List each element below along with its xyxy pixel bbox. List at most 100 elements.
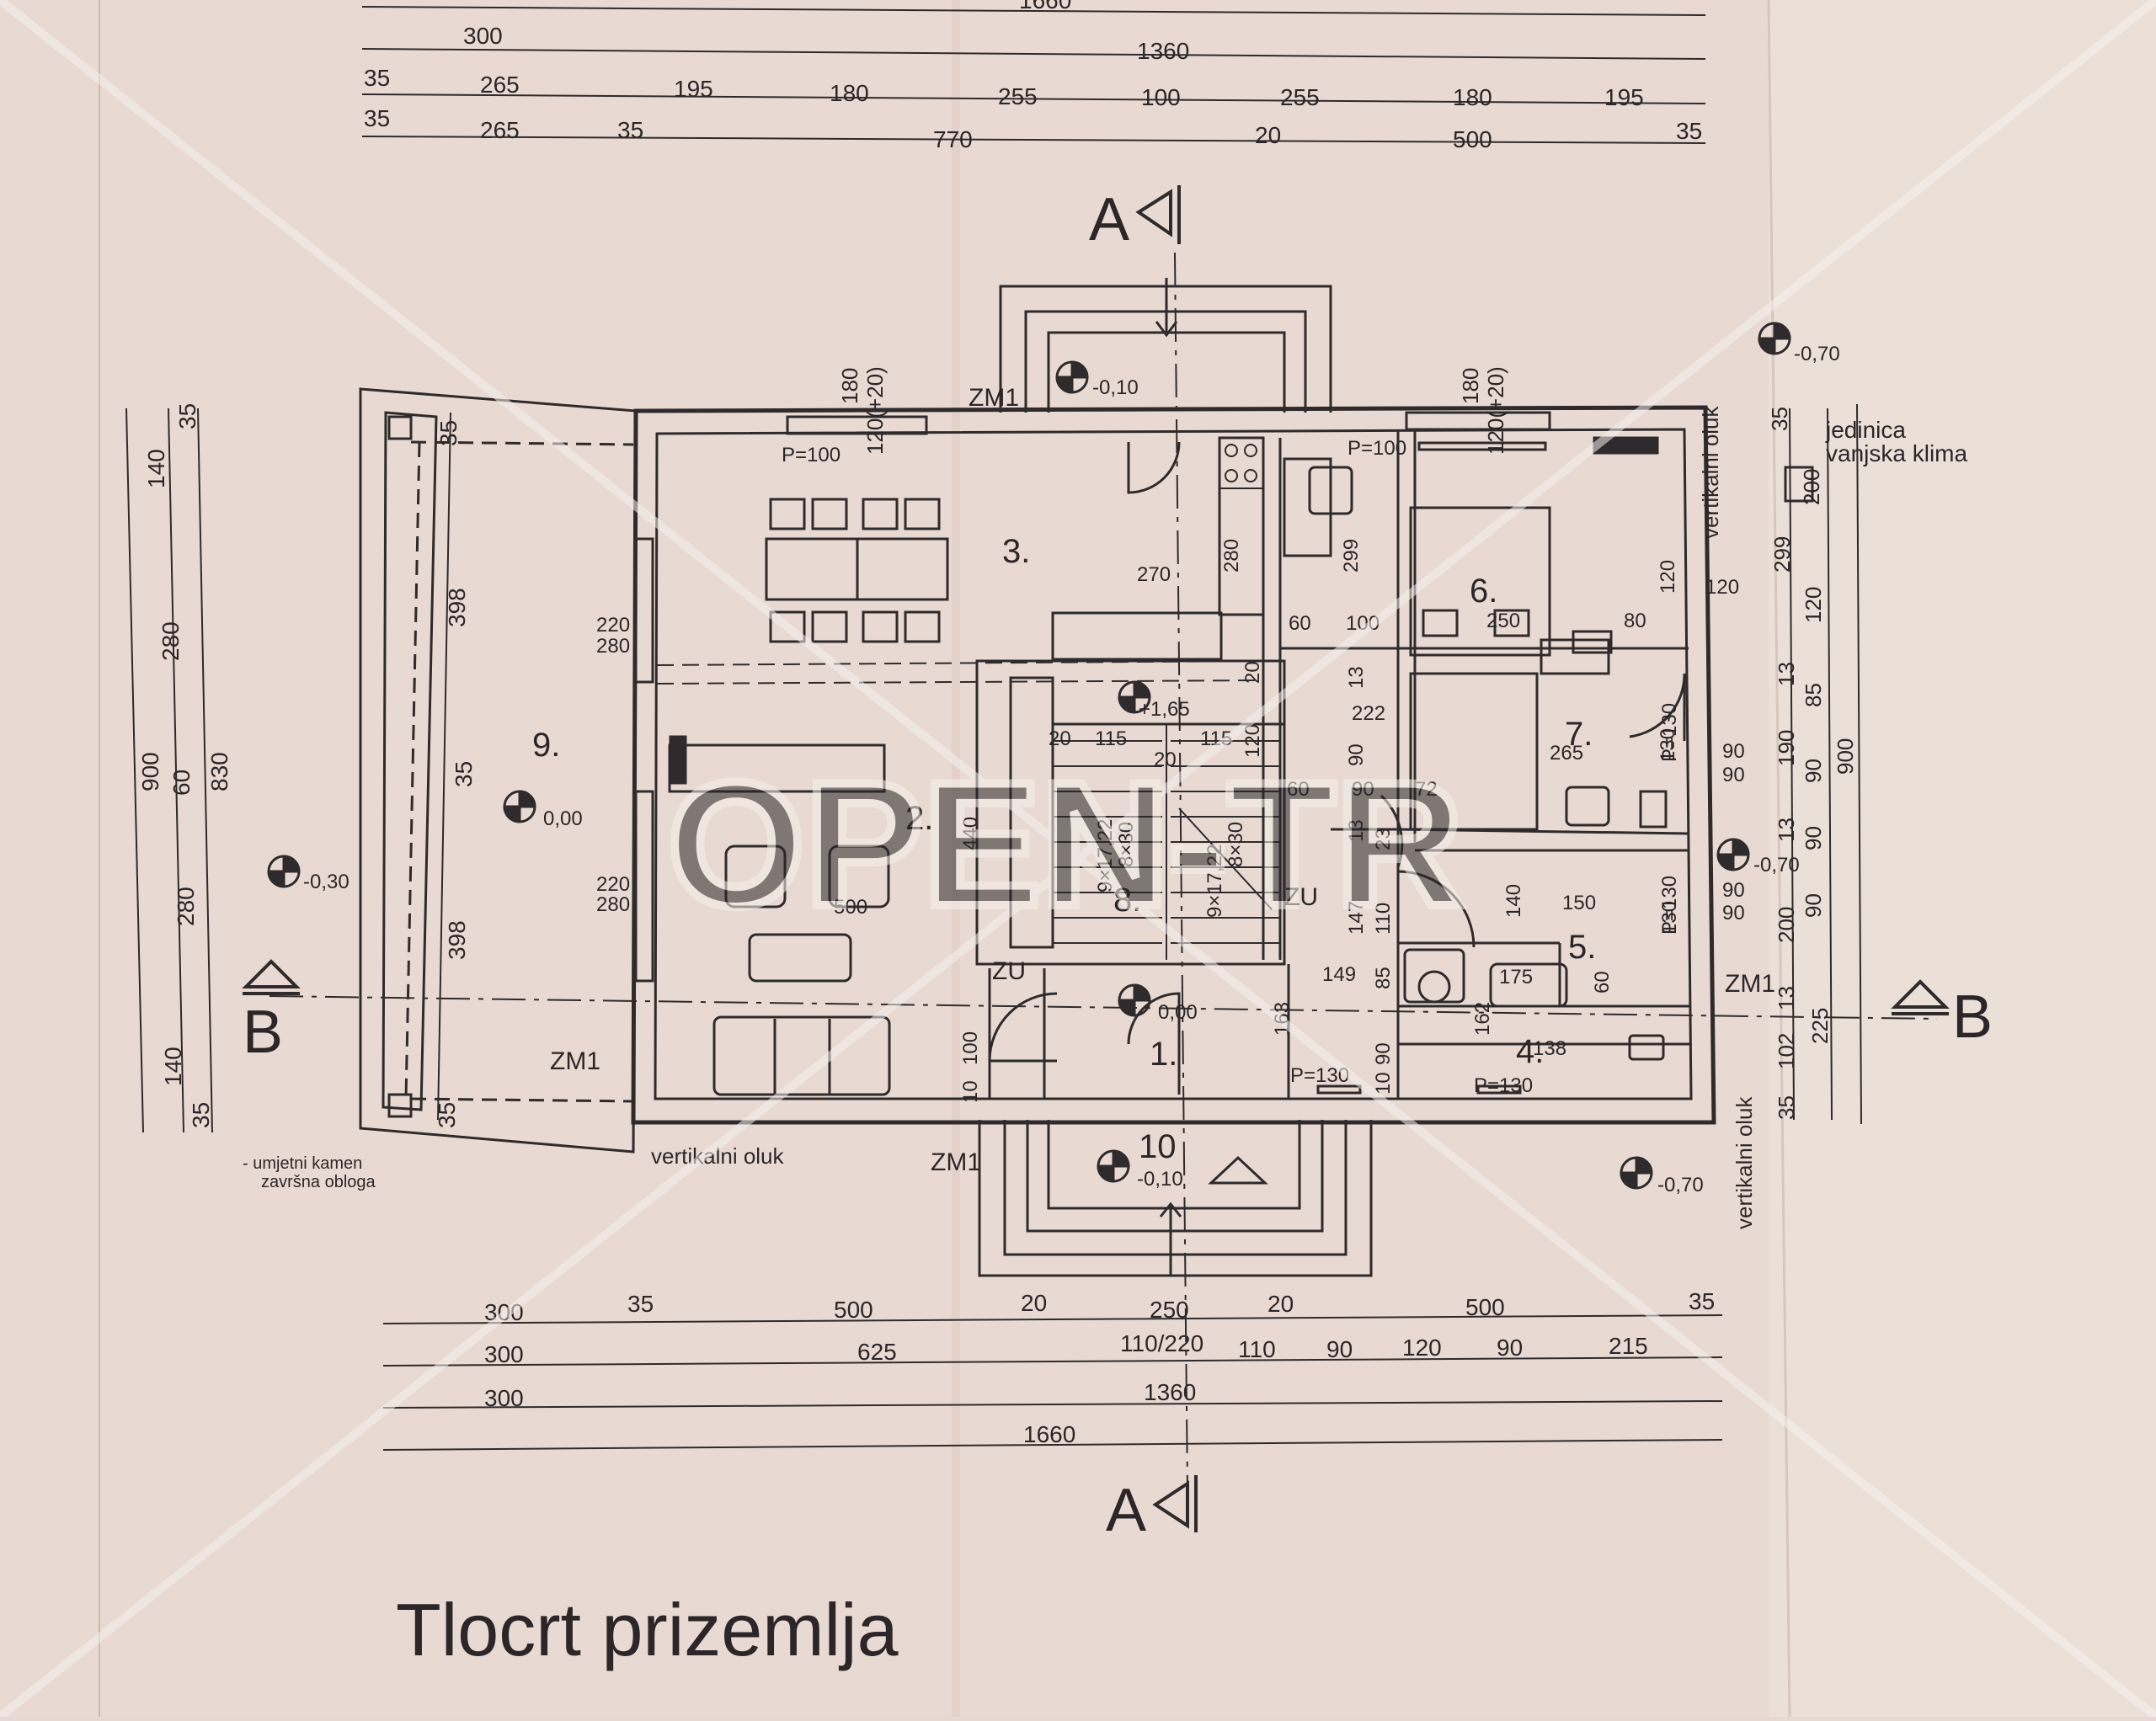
dim-top-r3-5: 500 (1453, 126, 1492, 152)
idim-18: 60 (1287, 778, 1310, 801)
label-zu-2: ZU (1284, 883, 1318, 911)
door-swings (988, 441, 1686, 1095)
label-stone-1: - umjetni kamen (243, 1154, 362, 1173)
dim-top-r2-4: 255 (998, 83, 1038, 109)
room-4-label: 4. (1516, 1033, 1544, 1070)
level-marker-3 (267, 855, 301, 888)
watermark-text: OPEN-TR (668, 745, 1464, 943)
idim-20: 72 (1415, 778, 1438, 801)
rdim-3: 120 (1801, 587, 1826, 623)
left-dimensions (125, 408, 451, 1133)
idim-45: 13 (1345, 666, 1368, 689)
entrance-arrows (1155, 278, 1182, 1276)
label-stone-2: završna obloga (261, 1173, 376, 1191)
dim-top-r3-3: 770 (933, 126, 973, 152)
idim-22: 23 (1372, 828, 1395, 850)
level-text-8: -0,10 (1137, 1168, 1183, 1191)
label-zm1-top: ZM1 (969, 384, 1019, 412)
ldim-terr-3: 398 (444, 920, 470, 960)
section-a-bottom: A (1106, 1475, 1198, 1544)
idim-8: 120 (1705, 576, 1739, 599)
dim-top-r1-0: 300 (463, 23, 503, 49)
idim-38: 440 (959, 817, 982, 850)
dim-top-r2-3: 180 (830, 80, 869, 106)
dim-top-r3-6: 35 (1676, 118, 1702, 144)
idim-28: 150 (1562, 892, 1596, 914)
label-ac-unit-1: jedinica (1825, 417, 1906, 443)
bdim-r2-6: 90 (1497, 1335, 1523, 1361)
bdim-r1-5: 20 (1267, 1291, 1294, 1317)
idim-2: 60 (1289, 612, 1311, 635)
label-win-2: 120(+20) (862, 366, 888, 455)
room-9-label: 9. (532, 727, 560, 764)
section-b-left: B (242, 959, 301, 1066)
room-10-label: 10 (1139, 1128, 1177, 1165)
rdim-12: 13 (1774, 986, 1799, 1010)
dim-top-r3-4: 20 (1255, 122, 1281, 148)
ldim-mid-2: 60 (168, 770, 195, 796)
level-text-6: 0,00 (1158, 1001, 1198, 1024)
level-marker-7 (1716, 838, 1750, 871)
dim-top-overall: 1660 (1019, 0, 1071, 13)
stove (1219, 437, 1264, 489)
rdim-8: 13 (1774, 818, 1799, 842)
right-dim-texts: 35 200 299 120 13 85 190 90 13 90 200 90… (1767, 407, 1858, 1120)
label-p100-1: P=100 (782, 444, 841, 466)
idim-12: 90 (1722, 740, 1745, 763)
ldim-mid-1: 280 (157, 621, 184, 661)
section-mark-b-left: B (243, 999, 283, 1066)
section-a-top: A (1089, 185, 1181, 253)
rdim-14: 35 (1774, 1095, 1799, 1120)
dim-top-r2-8: 195 (1604, 84, 1644, 110)
stair-treads (1053, 724, 1280, 960)
bdim-r3-0: 300 (484, 1385, 524, 1411)
rdim-7: 90 (1801, 759, 1826, 783)
dim-top-r2-5: 100 (1141, 84, 1181, 110)
room-2-label: 2. (905, 800, 933, 837)
label-p130-3: P=130 (1658, 876, 1681, 935)
idim-41: 90 (1372, 1042, 1395, 1065)
idim-7: 120 (1657, 560, 1679, 594)
bdim-r2-0: 300 (484, 1341, 524, 1367)
bdim-r1-6: 500 (1465, 1294, 1505, 1320)
idim-37: 500 (834, 896, 867, 919)
rdim-11: 90 (1801, 893, 1826, 918)
idim-44: 20 (1241, 661, 1264, 684)
bdim-r1-2: 500 (834, 1297, 873, 1323)
right-dimensions (1789, 403, 1862, 1125)
rdim-10: 200 (1774, 907, 1799, 943)
section-mark-a-bottom: A (1106, 1477, 1146, 1544)
idim-30: 90 (1722, 879, 1745, 902)
idim-39: 10 (959, 1080, 982, 1103)
label-win-1: 180 (837, 368, 862, 404)
bdim-r1-3: 20 (1021, 1290, 1047, 1316)
idim-23: 147 (1345, 901, 1368, 935)
idim-15: 115 (1095, 727, 1127, 750)
ldim-terr-2: 35 (451, 761, 477, 787)
rdim-1: 200 (1799, 469, 1824, 505)
idim-24: 110 (1372, 903, 1395, 935)
idim-31: 90 (1722, 902, 1745, 924)
ldim-mid-0: 140 (143, 449, 169, 488)
label-p100-2: P=100 (1348, 437, 1406, 460)
idim-9: 222 (1352, 702, 1385, 725)
idim-35: 162 (1471, 1002, 1494, 1036)
label-p130-2: P=130 (1474, 1074, 1533, 1097)
dim-top-r1-1: 1360 (1137, 38, 1189, 64)
rdim-2: 299 (1769, 536, 1795, 573)
level-texts: -0,10 -0,70 -0,30 0,00 +1,65 0,00 -0,70 … (303, 343, 1840, 1196)
level-text-3: -0,30 (303, 871, 350, 893)
rdim-outer-0: 900 (1833, 738, 1858, 775)
room-5-label: 5. (1568, 929, 1596, 966)
living-furniture (668, 735, 891, 1096)
label-zu-1: ZU (992, 957, 1026, 985)
dim-top-r2-6: 255 (1280, 84, 1320, 110)
dim-top-r3-2: 35 (617, 117, 643, 143)
room-3-label: 3. (1002, 533, 1030, 570)
label-zm1-left: ZM1 (550, 1047, 600, 1075)
ldim-inner-2: 35 (188, 1102, 214, 1128)
idim-13: 90 (1722, 764, 1745, 786)
rdim-outer-1: 225 (1807, 1008, 1833, 1044)
room-7-label: 7. (1565, 716, 1593, 753)
